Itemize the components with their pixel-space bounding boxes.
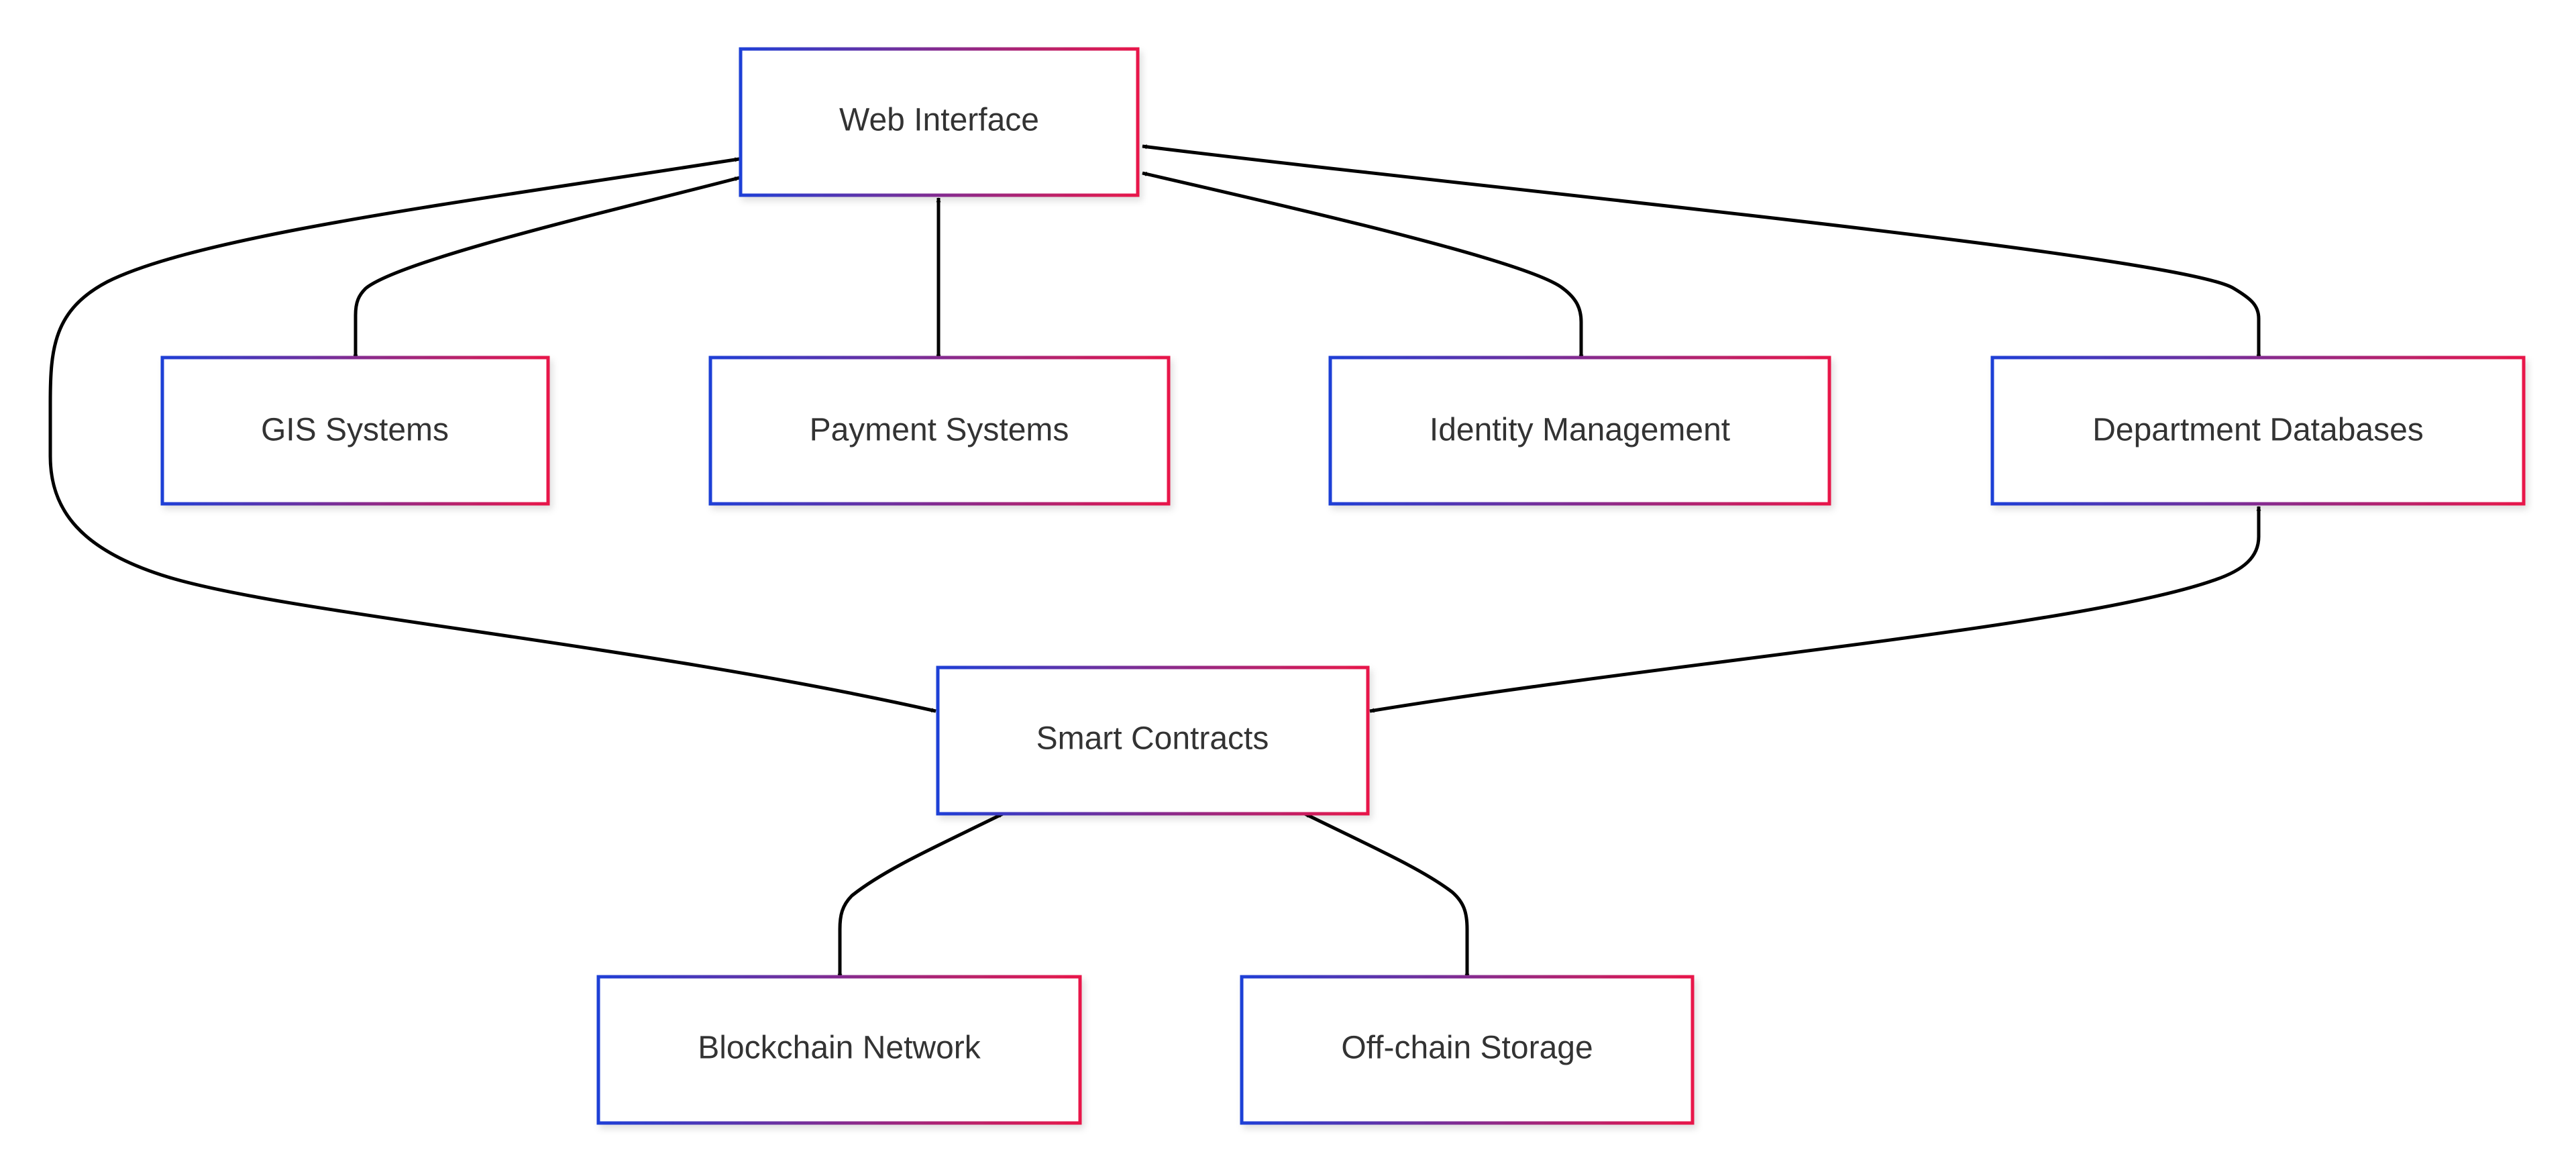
node-department-databases[interactable]: Department Databases bbox=[1990, 356, 2526, 506]
node-box bbox=[1990, 356, 2526, 506]
node-label: Department Databases bbox=[2092, 413, 2424, 448]
edge-web-interface-smart-contracts bbox=[48, 157, 936, 713]
edges bbox=[48, 144, 2261, 979]
node-label: Off-chain Storage bbox=[1341, 1030, 1593, 1066]
edge-web-interface-department-databases bbox=[1142, 144, 2261, 360]
node-label: Identity Management bbox=[1430, 413, 1730, 448]
node-label: GIS Systems bbox=[261, 413, 449, 448]
node-blockchain-network[interactable]: Blockchain Network bbox=[596, 975, 1082, 1125]
node-box bbox=[1328, 356, 1831, 506]
node-label: Payment Systems bbox=[810, 413, 1069, 448]
node-offchain-storage[interactable]: Off-chain Storage bbox=[1240, 975, 1695, 1125]
node-label: Smart Contracts bbox=[1036, 721, 1269, 757]
node-box bbox=[739, 47, 1140, 197]
node-identity-management[interactable]: Identity Management bbox=[1328, 356, 1831, 506]
node-box bbox=[708, 356, 1171, 506]
node-smart-contracts[interactable]: Smart Contracts bbox=[936, 665, 1370, 816]
edge-web-interface-identity-management bbox=[1142, 171, 1584, 360]
node-box bbox=[160, 356, 550, 506]
node-label: Web Interface bbox=[839, 103, 1039, 138]
node-box bbox=[1240, 975, 1695, 1125]
node-label: Blockchain Network bbox=[698, 1030, 981, 1066]
node-box bbox=[596, 975, 1082, 1125]
node-gis-systems[interactable]: GIS Systems bbox=[160, 356, 550, 506]
node-box bbox=[936, 665, 1370, 816]
node-web-interface[interactable]: Web Interface bbox=[739, 47, 1140, 197]
edge-smart-contracts-offchain-storage bbox=[1303, 812, 1470, 979]
edge-smart-contracts-blockchain-network bbox=[837, 812, 1004, 979]
node-payment-systems[interactable]: Payment Systems bbox=[708, 356, 1171, 506]
edge-department-databases-smart-contracts bbox=[1369, 506, 2261, 713]
edge-web-interface-gis-systems bbox=[353, 176, 740, 360]
